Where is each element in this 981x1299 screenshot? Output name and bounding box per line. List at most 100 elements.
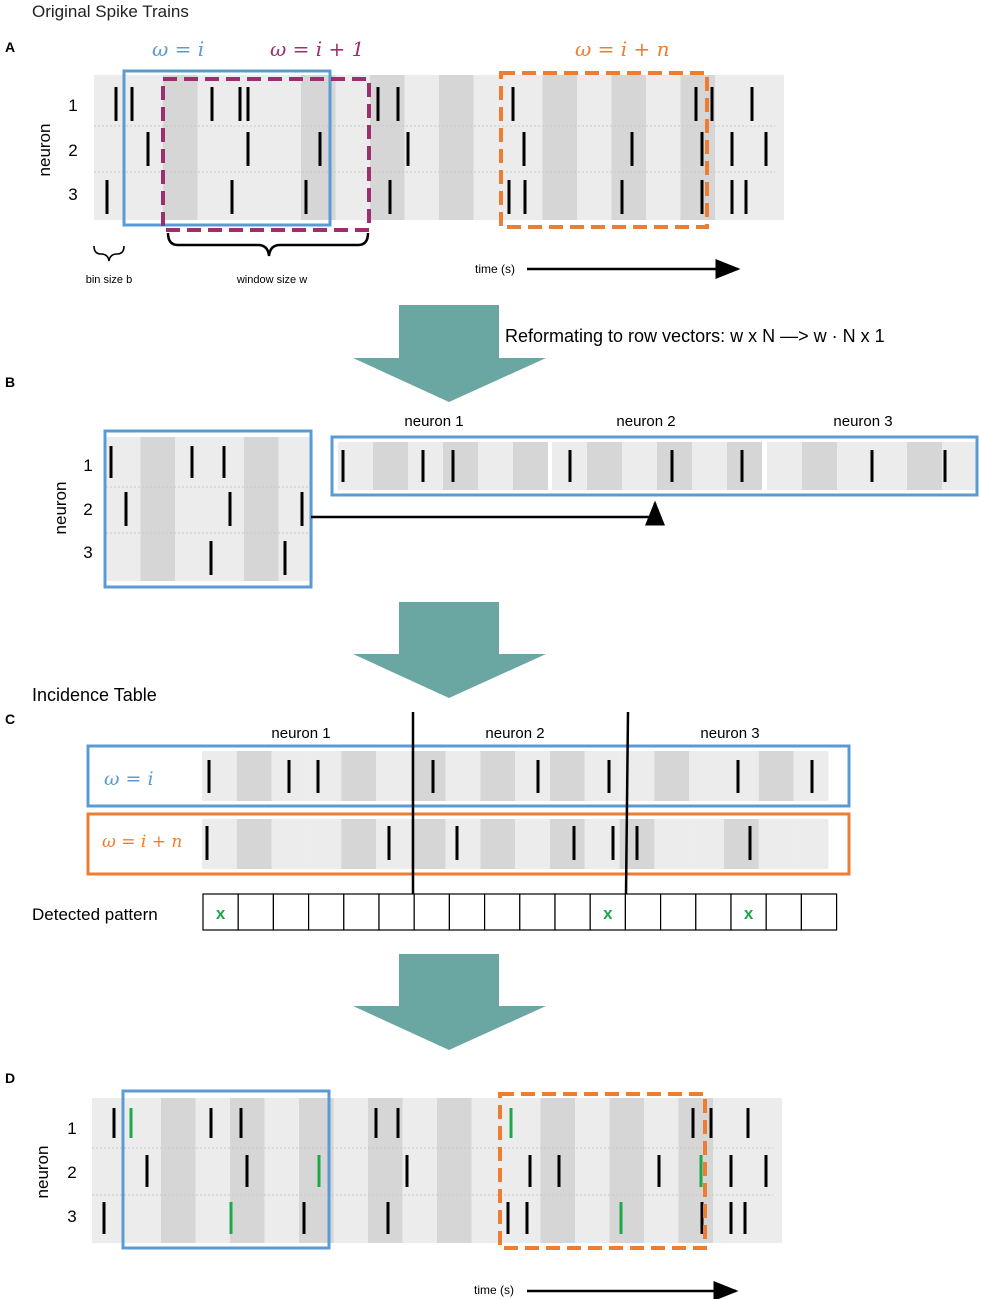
neuron-label-b-3: neuron 3 [833,413,892,430]
row-vector-b [338,442,977,490]
time-bin [202,751,237,801]
neuron-label-c-3: neuron 3 [700,725,759,742]
row-label-a-1: 1 [68,96,77,115]
time-bin [654,819,690,869]
y-axis-label-b: neuron [51,482,70,535]
pattern-cell [308,893,345,931]
y-axis-label-a: neuron [35,124,54,177]
incidence-row-i-plus-n [202,819,829,869]
time-bin [341,751,376,801]
time-bin [306,751,342,801]
pattern-cell [624,893,662,931]
time-bin [480,751,516,801]
incidence-label-i: ω = i [104,768,154,790]
window-box-i-plus-n [499,71,709,229]
time-bin [872,442,907,490]
pattern-cell [589,893,627,931]
time-bin [542,75,577,220]
time-bin [140,437,175,581]
time-bin [92,1098,127,1243]
down-arrow-icon [353,602,546,698]
time-bin [410,819,446,869]
neuron-label-b-2: neuron 2 [616,413,675,430]
row-label-b-1: 1 [83,456,92,475]
brace-icon [93,245,125,262]
panel-label-c: C [5,711,15,727]
window-label-i-plus-1: ω = i + 1 [270,37,364,61]
time-bin [942,442,977,490]
time-bin [678,1098,713,1243]
pattern-cell [519,893,556,931]
pattern-cell [800,893,838,931]
time-bin [837,442,872,490]
time-bin [515,751,550,801]
time-bin [195,1098,230,1243]
time-bin [513,442,548,490]
time-bin [802,442,837,490]
time-bin [575,1098,610,1243]
panel-label-a: A [5,39,15,55]
incidence-row-i [202,751,829,801]
time-bin [163,75,198,220]
down-arrow-icon [353,954,546,1050]
time-bin [335,75,370,220]
window-box-d-i-plus-n [498,1092,707,1250]
row-label-d-3: 3 [67,1207,76,1226]
time-bin [758,751,794,801]
pattern-cell [765,893,803,931]
time-bin [264,1098,299,1243]
neuron-divider-2 [624,711,630,895]
row-label-a-3: 3 [68,185,77,204]
time-bin [515,819,550,869]
time-bin [341,819,376,869]
row-vector-box [330,435,979,497]
time-bin [306,819,342,869]
time-bin [244,437,279,581]
time-bin [209,437,244,581]
time-label-a: time (s) [475,262,515,276]
time-bin [689,751,724,801]
time-bin [680,75,715,220]
detected-pattern-label: Detected pattern [32,905,158,924]
time-bin [724,751,759,801]
spike-grid-d [92,1098,782,1243]
time-bin [611,75,646,220]
time-bin [480,819,516,869]
time-bin [577,75,612,220]
neuron-label-b-1: neuron 1 [404,413,463,430]
down-arrow-icon [353,305,546,402]
row-label-d-1: 1 [67,1119,76,1138]
row-label-a-2: 2 [68,141,77,160]
time-bin [793,819,829,869]
time-bin [609,1098,644,1243]
pattern-cell [272,893,310,931]
pattern-cell [343,893,380,931]
pattern-mark: x [216,904,226,923]
reformat-text: Reformating to row vectors: w x N —> w ·… [505,326,885,346]
spike-grid-a [94,75,784,220]
time-bin [727,442,762,490]
pattern-cell [554,893,591,931]
time-bin [692,442,727,490]
time-bin [619,751,655,801]
window-box-b [103,429,313,589]
time-bin [161,1098,196,1243]
time-bin [376,819,411,869]
panel-label-d: D [5,1070,15,1086]
time-bin [689,819,724,869]
bin-size-label: bin size b [86,274,132,286]
time-bin [373,442,408,490]
window-box-i [122,69,332,227]
time-bin [128,75,163,220]
time-bin [767,442,802,490]
time-bin [644,1098,679,1243]
window-box-d-i [121,1089,331,1250]
time-bin [408,442,443,490]
incidence-table-title: Incidence Table [32,685,157,705]
time-bin [410,751,446,801]
right-arrow-icon [311,500,665,526]
time-bin [236,751,272,801]
incidence-box-i [86,744,851,808]
time-bin [443,442,478,490]
